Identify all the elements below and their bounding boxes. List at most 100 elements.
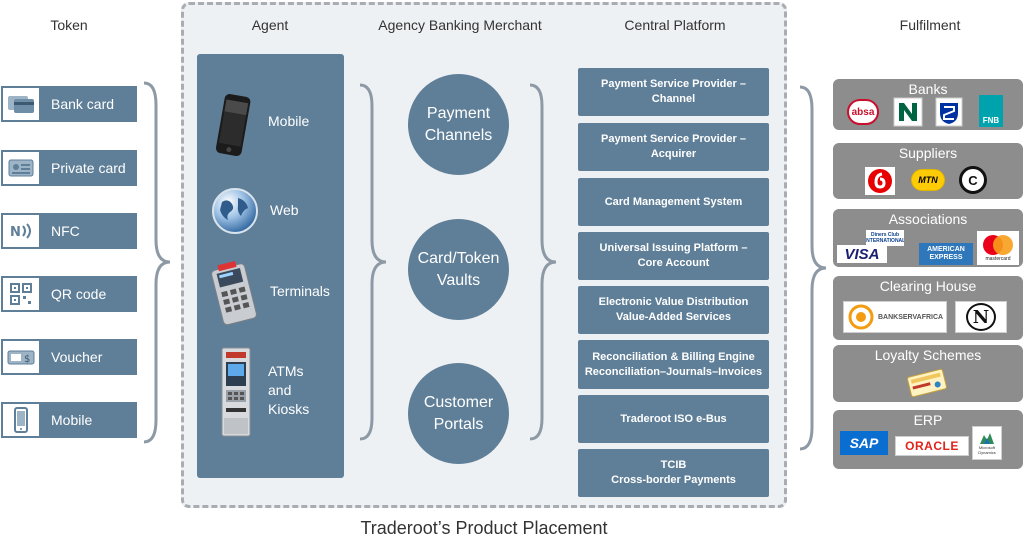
token-bank-card: Bank card	[1, 86, 137, 122]
circle-label: Customer Portals	[423, 393, 494, 433]
platform-label: TCIB Cross-border Payments	[611, 459, 736, 486]
mastercard-logo	[977, 231, 1019, 265]
column-title-token: Token	[50, 17, 88, 33]
token-label: Private card	[51, 160, 126, 176]
agent-label-mobile: Mobile	[268, 113, 310, 129]
sap-logo: SAP	[840, 431, 888, 455]
circle-label: Card/Token Vaults	[417, 249, 500, 289]
clearing-n-logo: N	[955, 301, 1007, 333]
column-title-agent: Agent	[251, 17, 289, 33]
brace-agent-to-merchant	[359, 83, 387, 441]
circle-card-token-vaults: Card/Token Vaults	[408, 219, 509, 320]
fnb-logo: FNB	[979, 95, 1003, 127]
token-label: Bank card	[51, 96, 115, 112]
pos-terminal-icon	[211, 261, 257, 326]
svg-text:$: $	[24, 354, 30, 365]
globe-icon	[212, 188, 258, 234]
fnb-logo-text: FNB	[982, 116, 1000, 125]
circle-payment-channels: Payment Channels	[408, 74, 509, 175]
fulfilment-title: Loyalty Schemes	[874, 347, 982, 363]
token-label: Mobile	[51, 412, 93, 428]
column-title-platform: Central Platform	[624, 17, 726, 33]
standard-bank-logo	[935, 97, 963, 127]
fulfilment-loyalty-schemes: Loyalty Schemes	[833, 345, 1023, 402]
nfc-icon: N	[1, 213, 41, 249]
diners-club-logo: Diners Club INTERNATIONAL	[866, 230, 904, 246]
microsoft-dynamics-logo-text: Microsoft Dynamics	[978, 445, 996, 455]
cell-c-logo: C	[959, 166, 987, 194]
platform-label: Reconciliation & Billing Engine Reconcil…	[584, 350, 763, 378]
private-card-icon	[1, 150, 41, 186]
clearing-n-logo-text: N	[966, 303, 996, 331]
bank-card-icon	[1, 86, 41, 122]
sap-logo-text: SAP	[849, 435, 879, 451]
voucher-icon: $	[1, 339, 41, 375]
oracle-logo-text: ORACLE	[905, 439, 959, 453]
token-mobile: Mobile	[1, 402, 137, 438]
platform-iso-ebus: Traderoot ISO e-Bus	[578, 395, 769, 443]
fulfilment-title: Associations	[888, 211, 968, 227]
dynamics-icon	[980, 433, 994, 444]
brace-platform-to-fulfilment	[799, 85, 827, 451]
platform-tcib: TCIB Cross-border Payments	[578, 449, 769, 497]
platform-label: Payment Service Provider – Acquirer	[601, 133, 746, 160]
platform-card-management: Card Management System	[578, 178, 769, 226]
atm-icon	[221, 347, 251, 437]
column-title-fulfilment: Fulfilment	[899, 17, 961, 33]
mtn-logo-text: MTN	[918, 175, 938, 185]
qr-code-icon	[1, 276, 41, 312]
mobile-phone-icon	[1, 402, 41, 438]
platform-reconciliation: Reconciliation & Billing Engine Reconcil…	[578, 340, 769, 389]
oracle-logo: ORACLE	[895, 436, 969, 456]
diagram-caption: Traderoot’s Product Placement	[360, 518, 608, 538]
column-title-merchant: Agency Banking Merchant	[378, 17, 542, 33]
agent-label-web: Web	[270, 202, 299, 218]
cell-c-logo-text: C	[968, 172, 978, 188]
nedbank-logo	[893, 97, 923, 127]
fulfilment-associations: Associations Diners Club INTERNATIONAL V…	[833, 209, 1023, 267]
vodacom-logo	[865, 167, 895, 195]
platform-psp-channel: Payment Service Provider – Channel	[578, 68, 769, 116]
fulfilment-title: Banks	[908, 81, 948, 97]
platform-label: Traderoot ISO e-Bus	[620, 412, 727, 425]
platform-label: Payment Service Provider – Channel	[601, 78, 746, 105]
brace-merchant-to-platform	[529, 83, 557, 441]
platform-label: Card Management System	[604, 195, 743, 208]
visa-logo-text: VISA	[844, 245, 880, 263]
absa-logo-text: absa	[851, 106, 875, 118]
platform-label: Electronic Value Distribution Value-Adde…	[598, 296, 749, 323]
diners-club-logo-text: Diners Club INTERNATIONAL	[866, 232, 904, 244]
mastercard-logo-text: mastercard	[985, 256, 1011, 262]
loyalty-card-icon	[907, 368, 947, 398]
absa-logo: absa	[847, 99, 879, 125]
platform-label: Universal Issuing Platform – Core Accoun…	[599, 242, 748, 269]
visa-logo: VISA	[837, 245, 887, 263]
amex-logo-text: AMERICAN EXPRESS	[927, 246, 965, 261]
agent-label-terminals: Terminals	[270, 283, 330, 299]
bankservafrica-logo-text: BANKSERVAFRICA	[878, 313, 944, 321]
mtn-logo: MTN	[911, 169, 945, 191]
amex-logo: AMERICAN EXPRESS	[919, 243, 973, 265]
token-label: NFC	[51, 223, 80, 239]
microsoft-dynamics-logo: Microsoft Dynamics	[972, 426, 1002, 460]
fulfilment-title: Clearing House	[879, 278, 977, 294]
fulfilment-suppliers: Suppliers MTN C	[833, 143, 1023, 199]
circle-customer-portals: Customer Portals	[408, 363, 509, 464]
token-label: Voucher	[51, 349, 103, 365]
fulfilment-title: ERP	[913, 412, 943, 428]
bankservafrica-logo: BANKSERVAFRICA	[843, 301, 947, 333]
agent-label-atms-kiosks: ATMs and Kiosks	[268, 363, 310, 417]
token-voucher: $ Voucher	[1, 339, 137, 375]
platform-psp-acquirer: Payment Service Provider – Acquirer	[578, 123, 769, 171]
token-qr-code: QR code	[1, 276, 137, 312]
platform-universal-issuing: Universal Issuing Platform – Core Accoun…	[578, 232, 769, 280]
fulfilment-clearing-house: Clearing House BANKSERVAFRICA N	[833, 276, 1023, 340]
fulfilment-banks: Banks absa FNB	[833, 79, 1023, 130]
token-private-card: Private card	[1, 150, 137, 186]
circle-label: Payment Channels	[424, 104, 493, 144]
fulfilment-title: Suppliers	[898, 145, 958, 161]
platform-electronic-value: Electronic Value Distribution Value-Adde…	[578, 286, 769, 334]
token-nfc: N NFC	[1, 213, 137, 249]
fulfilment-erp: ERP SAP ORACLE Microsoft Dynamics	[833, 410, 1023, 469]
smartphone-icon	[215, 94, 251, 157]
